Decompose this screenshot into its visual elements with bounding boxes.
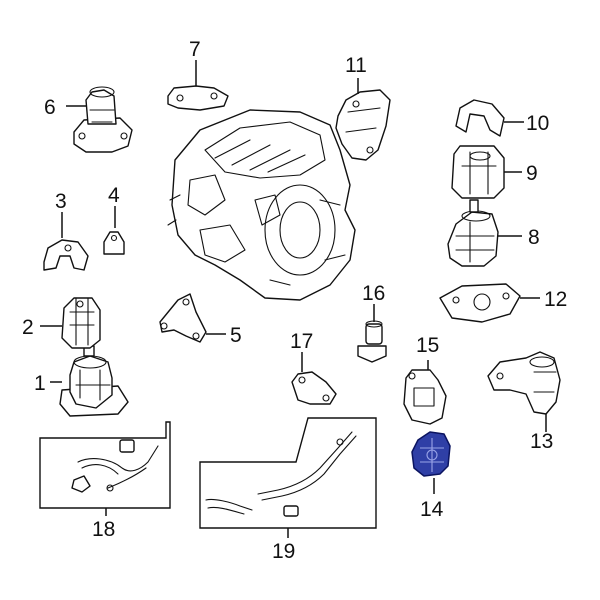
callout-15-label[interactable]: 15 [416, 334, 439, 357]
part-5-bracket[interactable] [159, 293, 207, 343]
part-3-bracket[interactable] [43, 239, 89, 271]
callout-19-label[interactable]: 19 [272, 540, 295, 563]
callout-8-label[interactable]: 8 [528, 226, 540, 249]
callout-2-label[interactable]: 2 [22, 316, 34, 339]
part-14-mount-highlighted[interactable] [411, 431, 451, 477]
part-11-bracket[interactable] [335, 89, 391, 161]
part-9-cover[interactable] [451, 145, 505, 199]
part-8-mount[interactable] [447, 199, 499, 267]
callout-10-label[interactable]: 10 [526, 112, 549, 135]
part-19-hose-kit[interactable] [199, 417, 377, 529]
part-7-bracket[interactable] [167, 85, 229, 111]
callout-12-label[interactable]: 12 [544, 288, 567, 311]
part-16-valve[interactable] [357, 320, 387, 363]
callout-14-label[interactable]: 14 [420, 498, 444, 521]
part-4-bracket[interactable] [103, 231, 125, 255]
callout-4-label[interactable]: 4 [108, 184, 120, 207]
part-12-plate[interactable] [439, 283, 521, 323]
part-10-bracket[interactable] [455, 99, 505, 137]
engine-assembly [167, 109, 356, 301]
callout-7-label[interactable]: 7 [189, 38, 201, 61]
callout-18-label[interactable]: 18 [92, 518, 115, 541]
callout-6-label[interactable]: 6 [44, 96, 56, 119]
callout-5-label[interactable]: 5 [230, 324, 242, 347]
part-1-mount[interactable] [59, 345, 129, 417]
part-2-mount[interactable] [61, 297, 101, 349]
callout-13-label[interactable]: 13 [530, 430, 553, 453]
callout-3-label[interactable]: 3 [55, 190, 67, 213]
callout-1-label[interactable]: 1 [34, 372, 46, 395]
callout-16-label[interactable]: 16 [362, 282, 385, 305]
part-13-mount[interactable] [487, 351, 561, 415]
part-15-bracket[interactable] [403, 369, 447, 425]
part-18-hose-kit[interactable] [39, 421, 171, 509]
part-17-bracket[interactable] [291, 371, 337, 405]
callout-11-label[interactable]: 11 [345, 54, 367, 77]
part-6-mount[interactable] [73, 86, 133, 153]
callout-9-label[interactable]: 9 [526, 162, 538, 185]
callout-17-label[interactable]: 17 [290, 330, 313, 353]
